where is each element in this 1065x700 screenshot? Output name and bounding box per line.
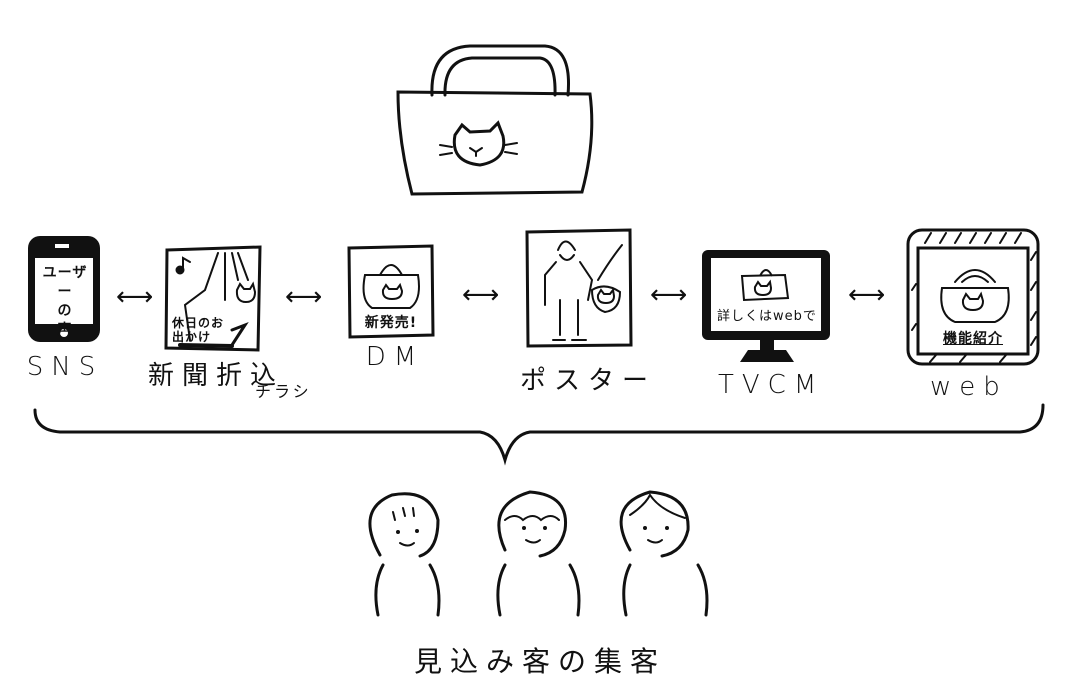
sns-screen-line-3: 声 <box>57 322 73 338</box>
label-dm: DM <box>365 342 425 372</box>
tv-screen-text: 詳しくはwebで <box>717 309 817 324</box>
arrow-tvcm-web: ⟷ <box>848 280 886 310</box>
label-newspaper: 新聞折込 <box>148 361 285 391</box>
arrow-dm-poster: ⟷ <box>462 280 500 310</box>
label-poster: ポスター <box>520 366 657 396</box>
label-flyer: チラシ <box>255 382 312 401</box>
web-screen-text: 機能紹介 <box>943 331 1003 347</box>
arrow-flyer-dm: ⟷ <box>285 282 323 312</box>
label-sns: SNS <box>26 352 104 382</box>
arrow-poster-tvcm: ⟷ <box>650 280 688 310</box>
flyer-screen-text: 休日のお出かけ <box>172 316 225 344</box>
arrow-sns-flyer: ⟷ <box>116 282 154 312</box>
caption-prospect-acquisition: 見込み客の集客 <box>413 645 666 678</box>
sns-screen-line-1: ユーザー <box>42 265 88 300</box>
sns-screen-line-2: の <box>57 303 73 319</box>
label-tvcm: TVCM <box>718 370 825 400</box>
label-web: web <box>930 372 1008 402</box>
dm-screen-text: 新発売! <box>364 315 418 331</box>
